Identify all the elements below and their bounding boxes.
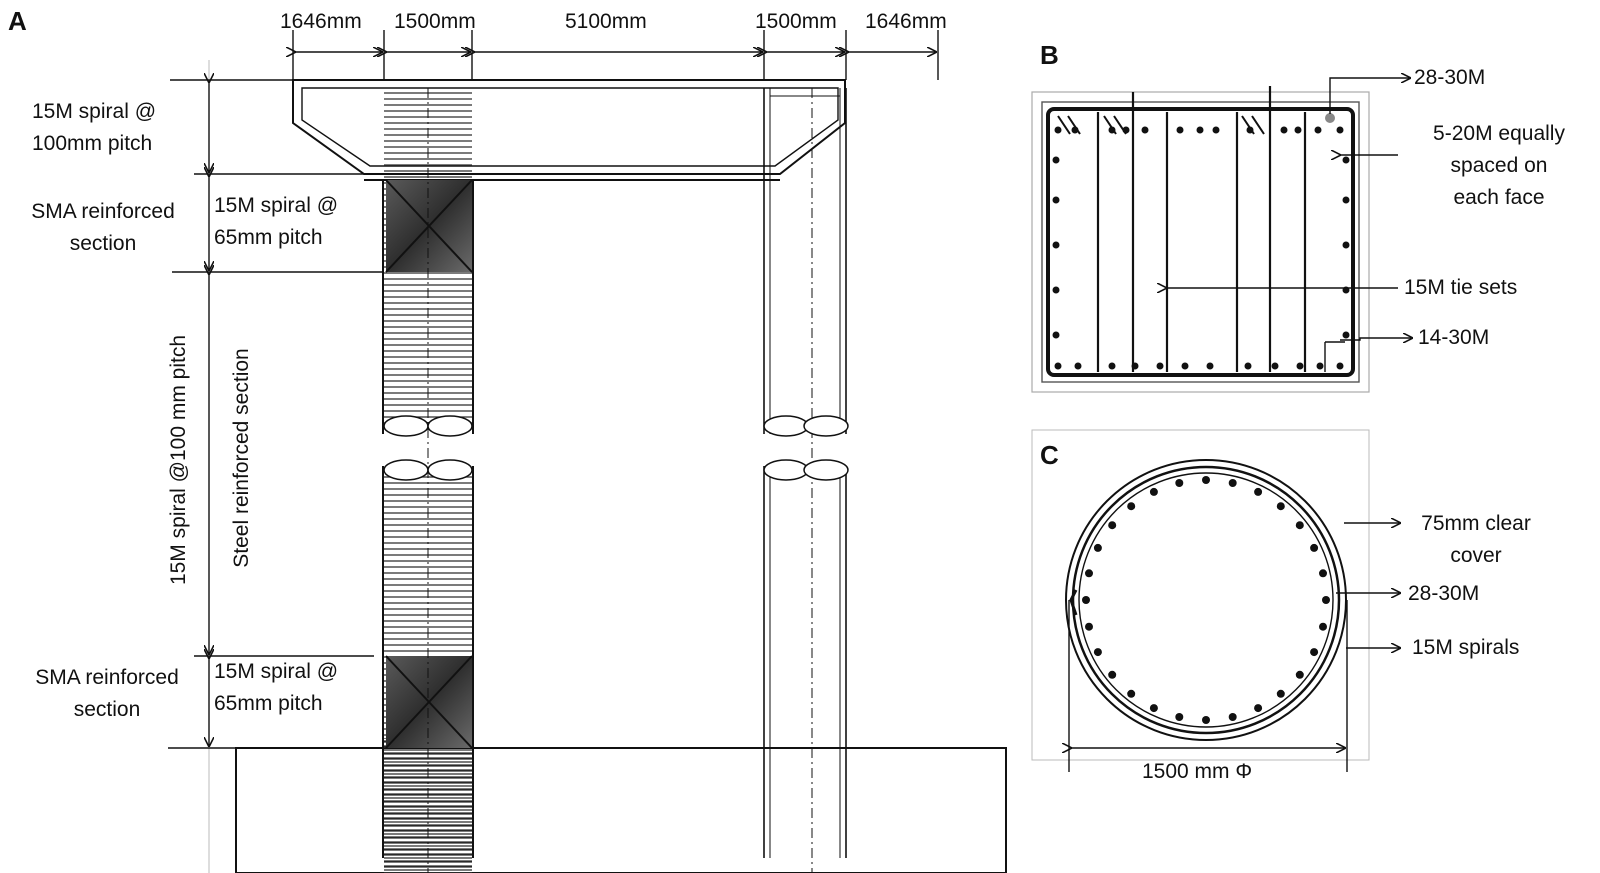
panel-a-drawing [168, 30, 1007, 873]
rebar-dot [1149, 704, 1158, 713]
cap-spiral-label-2: 100mm pitch [32, 132, 153, 155]
dim-column-left: 1500mm [394, 10, 476, 33]
footing [235, 747, 1007, 873]
top-dimensions [293, 30, 939, 80]
rebar-dot [1319, 622, 1327, 631]
steel-section-label: Steel reinforced section [230, 348, 253, 568]
panel-label-a: A [8, 6, 27, 36]
rebar-dot [1108, 521, 1117, 530]
rebar-dot [1127, 502, 1136, 511]
rebar-dot [1228, 713, 1237, 721]
rebar-dot [1202, 716, 1210, 724]
c-bars-label: 28-30M [1408, 582, 1480, 605]
b-ties-label: 15M tie sets [1404, 276, 1518, 299]
rebar-dot [1228, 479, 1237, 487]
sma-bottom-spiral-label-1: 15M spiral @ [214, 660, 339, 683]
dim-cap-overhang-right: 1646mm [865, 10, 947, 33]
rebar-dot [1085, 569, 1093, 578]
rebar-dot [1175, 479, 1184, 487]
b-side-bars-label-2: spaced on [1450, 154, 1548, 177]
rebar-dot [1319, 569, 1327, 578]
panel-b-drawing [1031, 78, 1412, 393]
dim-column-spacing: 5100mm [565, 10, 647, 33]
rebar-dot [1108, 670, 1117, 679]
rebar-dot [1085, 622, 1093, 631]
b-side-bars-label-1: 5-20M equally [1433, 122, 1565, 145]
rebar-dot [1093, 543, 1102, 552]
cap-beam [292, 79, 846, 175]
sma-top-section-label-1: SMA reinforced [31, 200, 175, 223]
dim-column-right: 1500mm [755, 10, 837, 33]
left-dimensions [168, 80, 384, 749]
sma-top-spiral-label-1: 15M spiral @ [214, 194, 339, 217]
sma-bottom-section-label-1: SMA reinforced [35, 666, 179, 689]
rebar-dot [1310, 648, 1319, 657]
sma-top-spiral-label-2: 65mm pitch [214, 226, 323, 249]
rebar-dot [1082, 596, 1090, 604]
sma-bottom-spiral-label-2: 65mm pitch [214, 692, 323, 715]
rebar-dot [1254, 487, 1263, 496]
rebar-dot [1202, 476, 1210, 484]
c-cover-label-1: 75mm clear [1421, 512, 1531, 535]
sma-top-section-label-2: section [69, 232, 137, 255]
b-top-bars-label: 28-30M [1414, 66, 1486, 89]
panel-label-b: B [1040, 40, 1059, 70]
rebar-dot [1276, 689, 1285, 698]
steel-spiral-label: 15M spiral @100 mm pitch [167, 334, 190, 586]
rebar-dot [1127, 689, 1136, 698]
b-side-bars-label-3: each face [1453, 186, 1545, 209]
cap-spiral-label-1: 15M spiral @ [32, 100, 157, 123]
dim-cap-overhang-left: 1646mm [280, 10, 362, 33]
rebar-dot [1175, 713, 1184, 721]
rebar-dot [1295, 670, 1304, 679]
c-diameter-label: 1500 mm Φ [1142, 760, 1253, 783]
b-bottom-bars-label: 14-30M [1418, 326, 1490, 349]
rebar-dot [1276, 502, 1285, 511]
rebar-dot [1254, 704, 1263, 713]
c-cover-label-2: cover [1450, 544, 1502, 567]
sma-bottom-section-label-2: section [73, 698, 141, 721]
panel-c-drawing [1031, 429, 1400, 772]
rebar-dot [1322, 596, 1330, 604]
panel-label-c: C [1040, 440, 1059, 470]
rebar-dot [1295, 521, 1304, 530]
rebar-dot [1093, 648, 1102, 657]
rebar-dot [1149, 487, 1158, 496]
c-spirals-label: 15M spirals [1412, 636, 1520, 659]
rebar-dot [1310, 543, 1319, 552]
